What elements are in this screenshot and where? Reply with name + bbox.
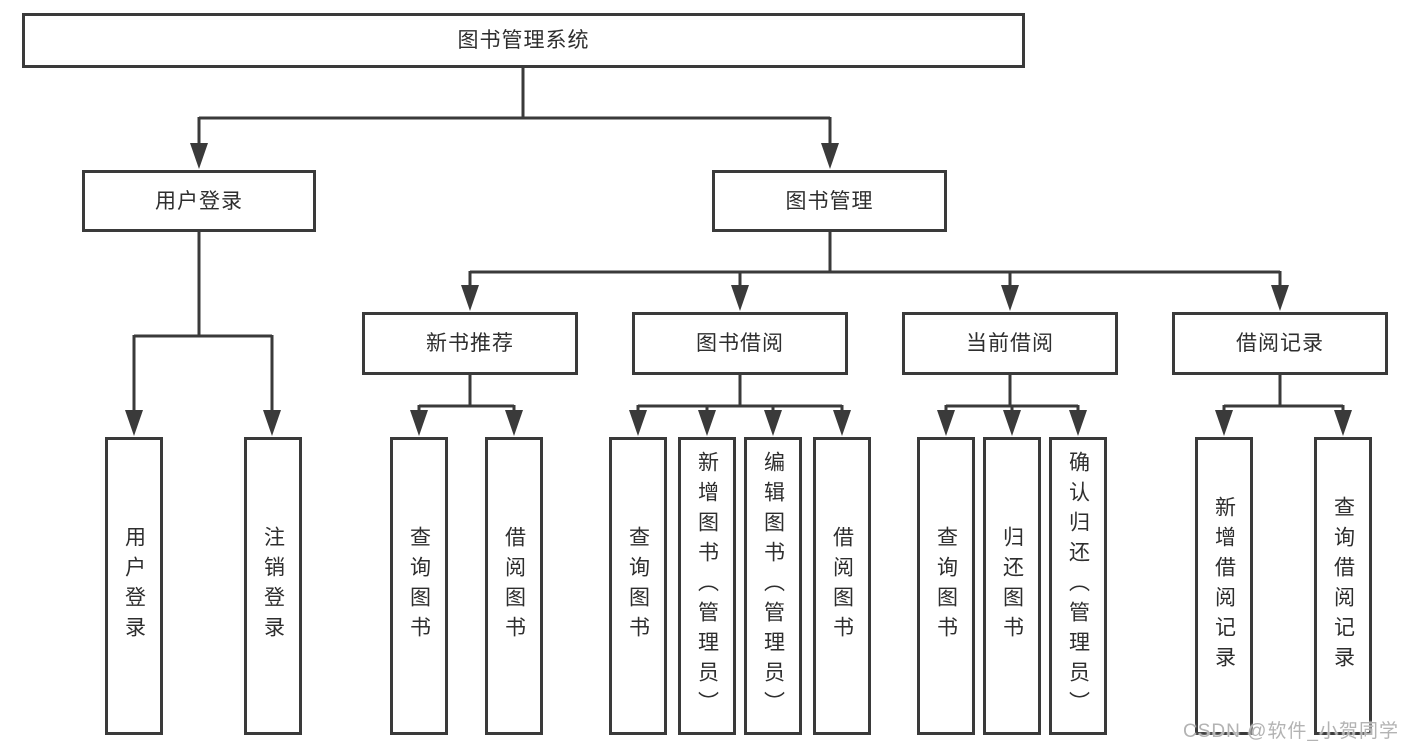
leaf-borrow-books-borrowing: 借阅图书 (813, 437, 871, 735)
node-label: 归还图书 (1000, 526, 1024, 646)
node-label: 当前借阅 (966, 332, 1054, 355)
arrowheads (125, 143, 1352, 436)
leaf-query-books-recommend: 查询图书 (390, 437, 448, 735)
node-label: 查询图书 (407, 526, 431, 646)
node-borrowing-records: 借阅记录 (1172, 312, 1388, 375)
node-book-borrowing: 图书借阅 (632, 312, 848, 375)
leaf-borrow-books-recommend: 借阅图书 (485, 437, 543, 735)
node-label: 图书借阅 (696, 332, 784, 355)
leaf-query-books-current: 查询图书 (917, 437, 975, 735)
node-current-borrowing: 当前借阅 (902, 312, 1118, 375)
leaf-confirm-return-admin: 确认归还（管理员） (1049, 437, 1107, 735)
node-label: 借阅图书 (502, 526, 526, 646)
node-label: 借阅图书 (830, 526, 854, 646)
node-label: 编辑图书（管理员） (761, 451, 785, 721)
node-label: 确认归还（管理员） (1066, 451, 1090, 721)
leaf-add-books-admin: 新增图书（管理员） (678, 437, 736, 735)
leaf-logout-login: 注销登录 (244, 437, 302, 735)
node-label: 注销登录 (261, 526, 285, 646)
leaf-user-login: 用户登录 (105, 437, 163, 735)
leaf-return-books: 归还图书 (983, 437, 1041, 735)
node-label: 用户登录 (155, 189, 243, 213)
node-label: 图书管理系统 (457, 29, 590, 52)
node-label: 新增借阅记录 (1212, 496, 1236, 676)
node-label: 借阅记录 (1236, 332, 1324, 355)
node-label: 用户登录 (122, 526, 146, 646)
leaf-query-borrow-record: 查询借阅记录 (1314, 437, 1372, 735)
leaf-add-borrow-record: 新增借阅记录 (1195, 437, 1253, 735)
leaf-edit-books-admin: 编辑图书（管理员） (744, 437, 802, 735)
node-label: 新增图书（管理员） (695, 451, 719, 721)
leaf-query-books-borrowing: 查询图书 (609, 437, 667, 735)
node-label: 图书管理 (785, 189, 874, 213)
node-book-management: 图书管理 (712, 170, 947, 232)
node-label: 新书推荐 (426, 332, 514, 355)
node-label: 查询图书 (934, 526, 958, 646)
node-library-management-system: 图书管理系统 (22, 13, 1025, 68)
node-label: 查询借阅记录 (1331, 496, 1355, 676)
csdn-watermark: CSDN @软件_小贺同学 (1183, 721, 1399, 742)
node-label: 查询图书 (626, 526, 650, 646)
node-user-login: 用户登录 (82, 170, 316, 232)
node-new-book-recommend: 新书推荐 (362, 312, 578, 375)
